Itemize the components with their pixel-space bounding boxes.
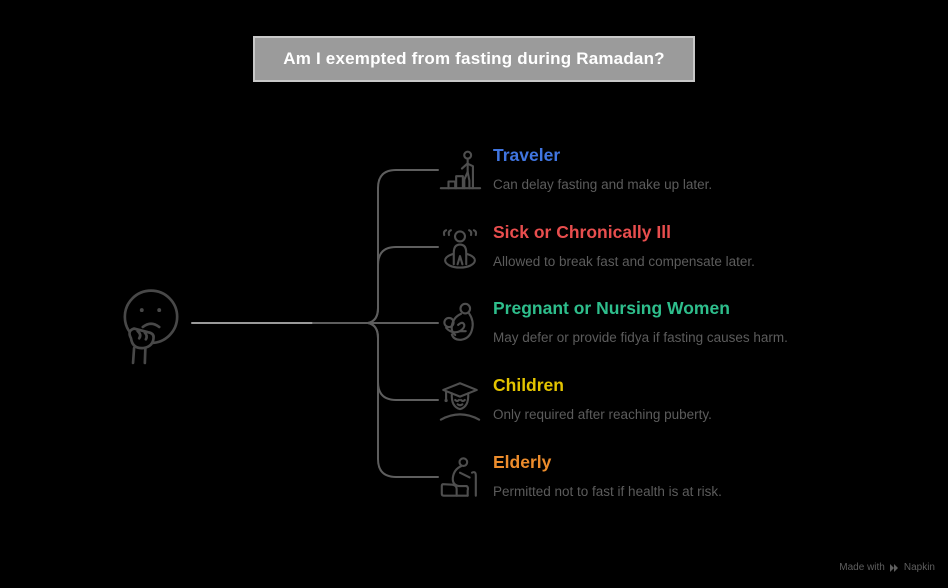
- branch-label-pregnant: Pregnant or Nursing Women: [493, 298, 730, 318]
- thinking-face-icon: [123, 289, 179, 365]
- branch-label-traveler: Traveler: [493, 145, 561, 165]
- branch-label-elderly: Elderly: [493, 452, 552, 472]
- branch-label-children: Children: [493, 375, 564, 395]
- branch-description-sick: Allowed to break fast and compensate lat…: [493, 254, 755, 269]
- branch-description-pregnant: May defer or provide fidya if fasting ca…: [493, 330, 788, 345]
- napkin-brand-label: Napkin: [903, 562, 935, 573]
- made-with-napkin-badge: Made with Napkin: [839, 562, 935, 573]
- branch-description-elderly: Permitted not to fast if health is at ri…: [493, 484, 722, 499]
- title-box: Am I exempted from fasting during Ramada…: [253, 36, 695, 82]
- napkin-logo-icon: [889, 563, 898, 572]
- page-title: Am I exempted from fasting during Ramada…: [283, 49, 665, 68]
- branch-label-sick: Sick or Chronically Ill: [493, 222, 671, 242]
- mother-baby-icon: [443, 302, 474, 341]
- graduate-child-icon: [439, 382, 481, 421]
- dizzy-person-icon: [442, 229, 478, 269]
- made-with-label: Made with: [839, 562, 885, 573]
- branch-description-children: Only required after reaching puberty.: [493, 407, 712, 422]
- traveler-stairs-icon: [439, 150, 482, 190]
- branch-description-traveler: Can delay fasting and make up later.: [493, 177, 713, 192]
- elderly-cane-icon: [440, 457, 477, 497]
